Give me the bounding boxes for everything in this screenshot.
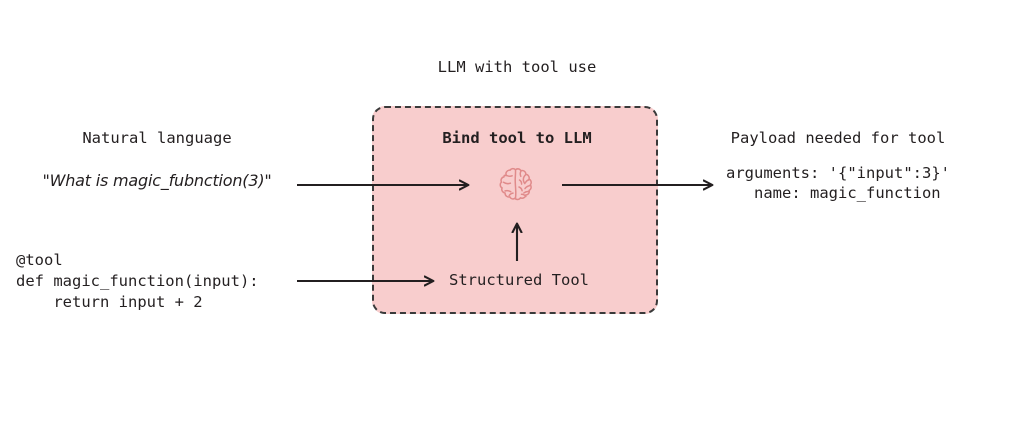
payload-heading: Payload needed for tool xyxy=(730,129,946,147)
brain-icon xyxy=(494,166,540,206)
llm-with-tool-box xyxy=(372,106,658,314)
bind-tool-to-llm-label: Bind tool to LLM xyxy=(442,129,592,147)
diagram-title: LLM with tool use xyxy=(437,58,597,76)
natural-language-quote: "What is magic_fubnction(3)" xyxy=(42,171,272,190)
tool-definition-code: @tool def magic_function(input): return … xyxy=(16,251,259,311)
payload-body: arguments: '{"input":3}' name: magic_fun… xyxy=(726,164,950,203)
structured-tool-label: Structured Tool xyxy=(449,271,589,289)
natural-language-heading: Natural language xyxy=(82,129,232,147)
